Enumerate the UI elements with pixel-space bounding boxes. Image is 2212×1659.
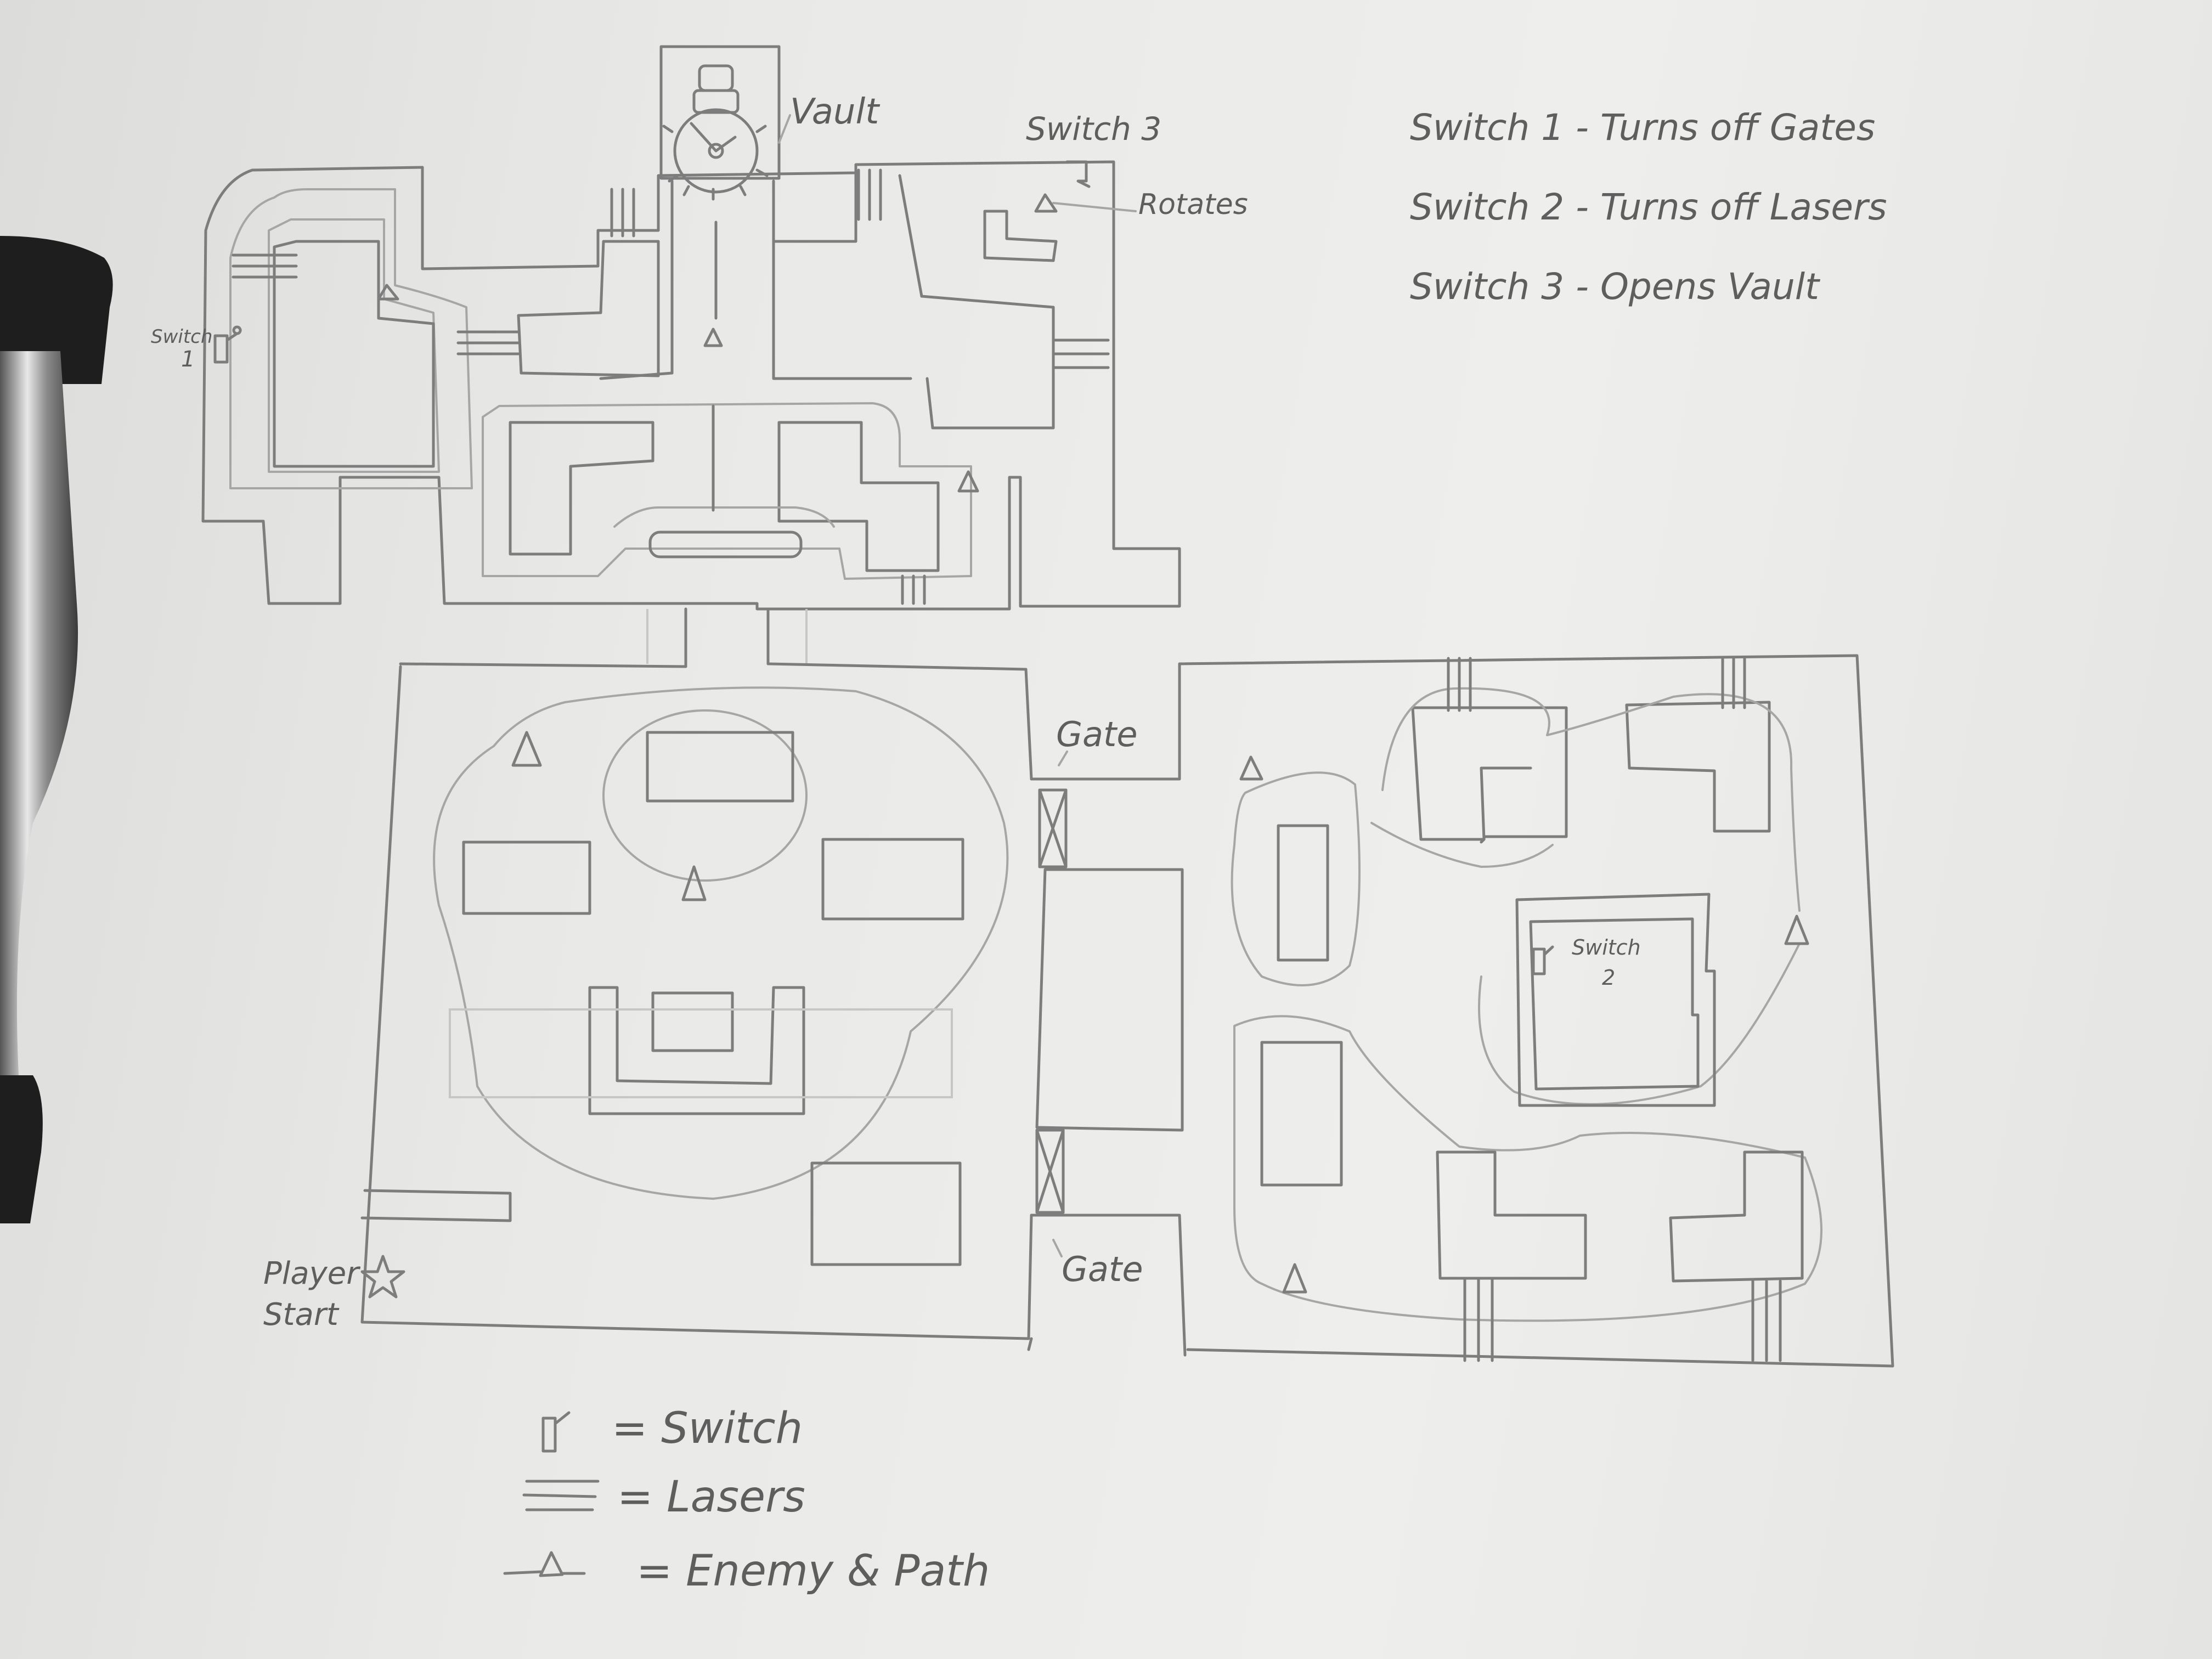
bottom-left-room	[362, 664, 1031, 1339]
switch3-label: Switch 3	[1026, 110, 1161, 148]
rotates-label: Rotates	[1138, 188, 1248, 221]
player-start-label: Player	[263, 1256, 360, 1291]
legend-lasers-text: = Lasers	[617, 1472, 805, 1522]
bottom-right-room	[1180, 656, 1893, 1366]
switch2-number: 2	[1602, 966, 1615, 990]
enemy-triangle-icon	[505, 1553, 584, 1576]
vault-label: Vault	[790, 92, 881, 132]
switch-icon	[543, 1418, 555, 1451]
clipboard-clip	[0, 236, 113, 1223]
note-switch3: Switch 3 - Opens Vault	[1410, 266, 1820, 308]
switch1-label: Switch	[151, 326, 212, 348]
gate-top-label: Gate	[1056, 714, 1138, 754]
switch2-label: Switch	[1572, 935, 1641, 960]
rotating-block	[985, 211, 1056, 261]
note-switch1: Switch 1 - Turns off Gates	[1410, 106, 1875, 149]
gate-bottom-label: Gate	[1062, 1249, 1143, 1289]
note-switch2: Switch 2 - Turns off Lasers	[1410, 186, 1887, 228]
laser-icon	[1448, 658, 1780, 1361]
switch-icon	[215, 162, 1553, 974]
legend-icons	[505, 1413, 598, 1576]
rotates-pointer	[1053, 203, 1136, 211]
switch1-number: 1	[181, 347, 195, 372]
player-start-label-2: Start	[263, 1297, 340, 1333]
connector-corridor	[686, 609, 768, 667]
legend-enemy-text: = Enemy & Path	[636, 1547, 990, 1596]
laser-icon	[524, 1481, 598, 1510]
switch-icon-handle	[555, 1413, 569, 1424]
star-icon	[362, 1256, 404, 1297]
legend-switch-text: = Switch	[612, 1404, 803, 1453]
